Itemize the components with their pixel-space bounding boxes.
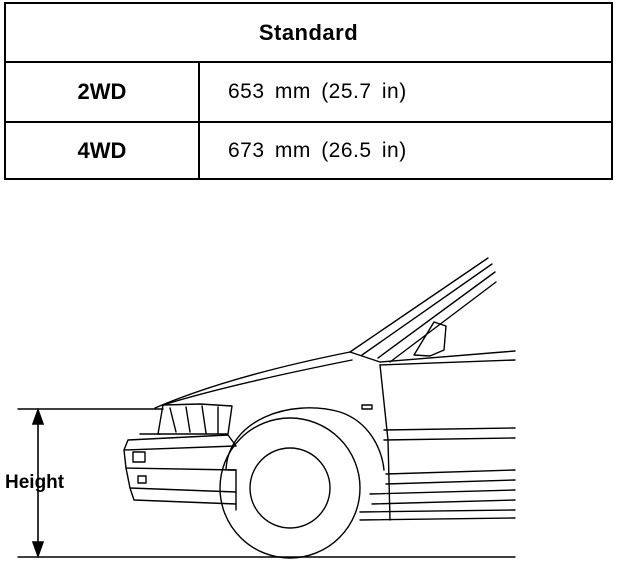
body-side-line-upper	[383, 427, 516, 431]
fender-seam	[379, 364, 391, 521]
hood-outline	[154, 351, 351, 409]
height-value-cell: 673 mm (26.5 in)	[228, 138, 407, 162]
height-dimension-arrow	[31, 407, 45, 559]
table-row: 4WD 673 mm (26.5 in)	[6, 123, 611, 178]
door-belt-line	[379, 359, 516, 366]
side-mirror	[413, 321, 447, 357]
height-value-cell: 653 mm (25.7 in)	[228, 80, 407, 103]
table-header-row: Standard	[6, 4, 611, 63]
windshield-pillar	[349, 257, 489, 353]
drive-type-cell: 2WD	[6, 63, 200, 121]
tyre	[219, 417, 361, 559]
headlight	[157, 403, 233, 435]
wheel-arch	[225, 407, 385, 471]
fog-light	[132, 451, 146, 463]
drive-type-cell: 4WD	[6, 123, 200, 178]
side-marker	[361, 404, 373, 410]
table-header-standard: Standard	[258, 19, 359, 45]
front-bumper	[123, 434, 237, 451]
table-row: 2WD 653 mm (25.7 in)	[6, 63, 611, 123]
hood-crease	[162, 359, 353, 406]
height-label: Height	[5, 472, 65, 493]
wheel-rim	[249, 447, 331, 529]
standard-height-table: Standard 2WD 653 mm (25.7 in) 4WD 673 mm…	[4, 2, 613, 180]
